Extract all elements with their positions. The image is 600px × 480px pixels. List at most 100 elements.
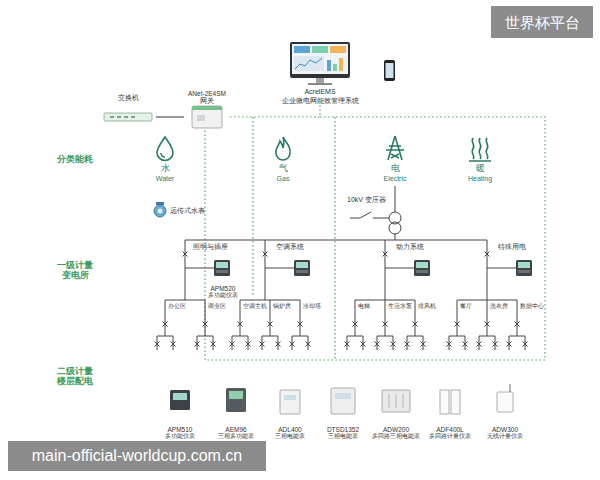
gateway-device: ANet-2E4SM网关 bbox=[184, 90, 230, 144]
water-meter: 远传式水表 bbox=[150, 200, 214, 222]
transformer: 10kV 变压器 bbox=[345, 196, 403, 240]
gateway-device bbox=[192, 106, 222, 110]
distribution-wiring bbox=[183, 252, 188, 257]
node-text: ADW300 bbox=[492, 426, 518, 433]
branch-label: 照明与插座 bbox=[193, 243, 228, 251]
category-label: 气 bbox=[279, 163, 288, 173]
node-text: 多功能仪表 bbox=[165, 433, 195, 440]
circuit-label: 数据中心 bbox=[520, 303, 544, 310]
monitor-icon bbox=[339, 58, 343, 71]
distribution-wiring bbox=[516, 260, 532, 276]
node-text: 交换机 bbox=[118, 94, 139, 102]
meter-device: ADF400L多回路计量仪表 bbox=[425, 384, 475, 440]
panel-meter: APM520多功能仪表 bbox=[204, 258, 242, 299]
monitor-icon bbox=[333, 64, 337, 71]
monitor-icon bbox=[330, 46, 346, 53]
distribution-wiring bbox=[485, 252, 490, 257]
water-meter-icon bbox=[158, 209, 163, 214]
circuit-label: 商业区 bbox=[208, 303, 226, 310]
node-text: DTSD1352 bbox=[327, 426, 359, 433]
device-icon bbox=[335, 393, 351, 399]
node-text: AcrelEMS bbox=[304, 88, 335, 96]
network-line bbox=[205, 117, 545, 360]
connector-line bbox=[156, 116, 184, 117]
distribution-wiring bbox=[383, 252, 388, 257]
device-icon bbox=[382, 390, 410, 412]
meter-device: APM510多功能仪表 bbox=[155, 384, 205, 440]
network-switch: 交换机 bbox=[100, 94, 156, 140]
category-label: 电 bbox=[391, 163, 400, 173]
node-text: 三相电能表 bbox=[328, 433, 358, 440]
monitor-icon bbox=[312, 46, 328, 53]
branch-label: 特殊用电 bbox=[498, 243, 526, 251]
category-icon bbox=[469, 138, 491, 161]
category-icon bbox=[157, 136, 491, 161]
node-text: 企业微电网能效管理系统 bbox=[282, 97, 359, 104]
category-icon bbox=[157, 137, 173, 161]
category-label: Gas bbox=[277, 175, 290, 183]
distribution-wiring bbox=[165, 240, 517, 300]
monitor-icon bbox=[294, 46, 310, 53]
circuit-label: 排风机 bbox=[418, 303, 436, 310]
gateway-device bbox=[192, 106, 222, 128]
node-text: 10kV 变压器 bbox=[347, 196, 386, 204]
device-icon bbox=[510, 384, 511, 392]
branch-label: 空调系统 bbox=[276, 243, 304, 251]
ems-platform: AcrelEMS企业微电网能效管理系统 bbox=[282, 40, 358, 104]
node-text: 网关 bbox=[200, 97, 214, 104]
monitor-icon bbox=[295, 58, 322, 69]
transformer-symbol bbox=[350, 212, 389, 218]
monitor-icon bbox=[294, 56, 324, 71]
monitor-icon bbox=[290, 42, 350, 78]
phone-icon bbox=[386, 63, 394, 78]
watermark-box bbox=[491, 6, 593, 38]
distribution-wiring bbox=[155, 240, 533, 350]
watermark: 世界杯平台 bbox=[505, 14, 580, 31]
phone-icon bbox=[384, 60, 395, 81]
meter-device: DTSD1352三相电能表 bbox=[318, 384, 368, 440]
connector-line bbox=[230, 104, 320, 117]
device-icon bbox=[440, 390, 449, 414]
circuit-label: 办公区 bbox=[168, 303, 186, 310]
monitor-icon bbox=[290, 42, 350, 85]
meter-device: ADL400三相电能表 bbox=[265, 384, 315, 440]
switch-device bbox=[104, 113, 152, 121]
device-icon bbox=[284, 395, 296, 400]
monitor-icon bbox=[316, 78, 324, 83]
distribution-wiring bbox=[414, 260, 430, 276]
category-label: Heating bbox=[468, 175, 492, 183]
section-label: 二级计量 楼层配电 bbox=[53, 366, 97, 387]
category-label: Water bbox=[156, 175, 174, 183]
node-text: APM510 bbox=[168, 426, 193, 433]
distribution-wiring bbox=[214, 260, 230, 276]
category-icon bbox=[161, 153, 165, 157]
branch-label: 动力系统 bbox=[396, 243, 424, 251]
water-meter-icon bbox=[154, 205, 166, 217]
section-label: 一级计量 变电所 bbox=[53, 260, 97, 281]
section-label: 分类能耗 bbox=[57, 154, 93, 164]
node-text: 多回路计量仪表 bbox=[429, 433, 471, 440]
monitor-icon bbox=[308, 83, 332, 85]
monitor-icon bbox=[327, 60, 331, 71]
category-label: 水 bbox=[161, 163, 170, 173]
switch-device bbox=[110, 116, 135, 118]
switch-device bbox=[104, 113, 152, 121]
distribution-wiring bbox=[294, 260, 310, 276]
device-icon bbox=[170, 390, 190, 410]
meter-device: ADW300无线计量仪表 bbox=[480, 384, 530, 440]
device-icon bbox=[170, 384, 513, 414]
circuit-label: 洗衣房 bbox=[490, 303, 508, 310]
gateway-device bbox=[197, 115, 205, 121]
node-text: AEM96 bbox=[225, 426, 246, 433]
node-text: APM520 bbox=[211, 285, 236, 292]
device-icon bbox=[229, 391, 243, 399]
device-icon bbox=[226, 388, 246, 412]
node-text: 无线计量仪表 bbox=[487, 433, 523, 440]
monitor-icon bbox=[292, 44, 348, 74]
node-text: ADF400L bbox=[436, 426, 463, 433]
circuit-label: 电梯 bbox=[358, 303, 370, 310]
transformer-symbol bbox=[389, 222, 401, 234]
